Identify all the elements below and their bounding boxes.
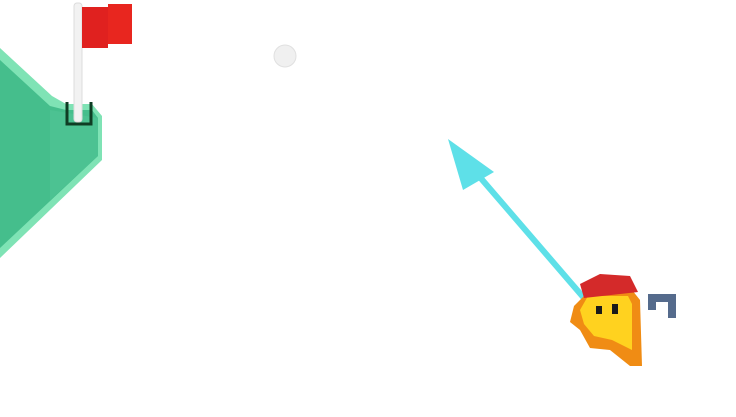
green-platform (0, 48, 102, 258)
aim-arrow-icon[interactable] (448, 139, 593, 308)
flag-icon (73, 2, 132, 123)
golfer-character-icon[interactable] (570, 274, 676, 366)
golf-ball-icon (273, 44, 297, 68)
hole (65, 102, 93, 126)
